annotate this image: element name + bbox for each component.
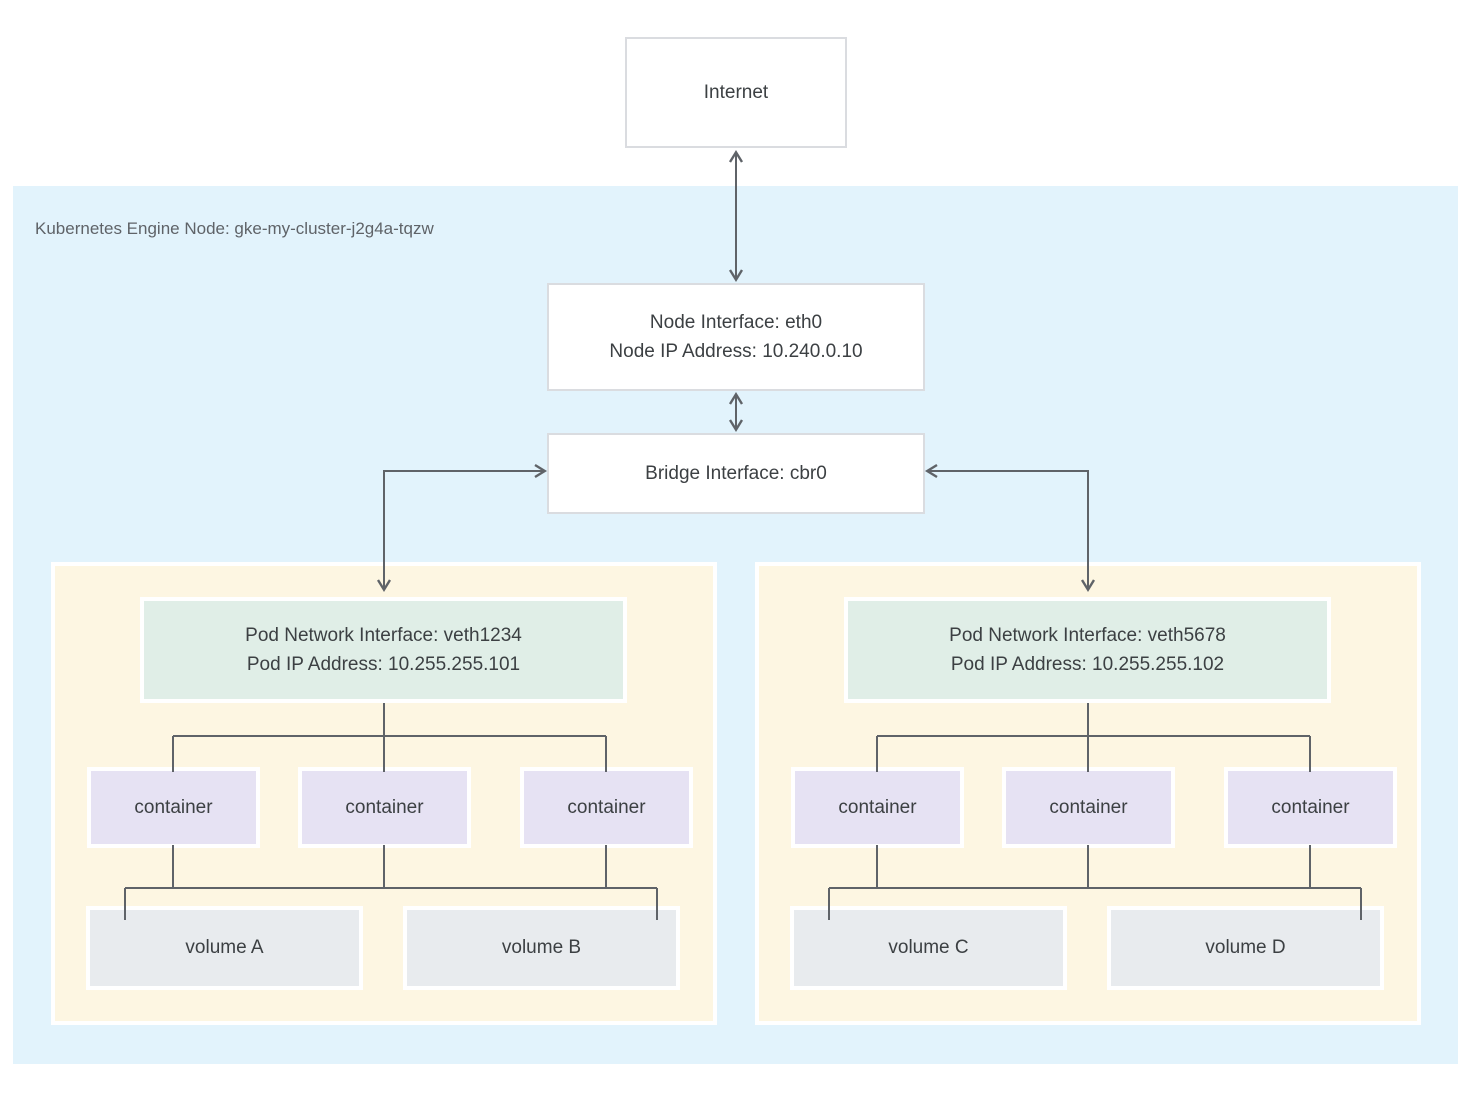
container-label: container: [838, 796, 917, 818]
pod-1-interface-line2: Pod IP Address: 10.255.255.101: [246, 654, 521, 675]
container-label: container: [1049, 796, 1128, 818]
pod-1-container-3: container: [520, 767, 693, 848]
pod-2-box: Pod Network Interface: veth5678 Pod IP A…: [755, 562, 1421, 1025]
pod-1-volume-a: volume A: [86, 906, 363, 990]
bridge-interface-box: Bridge Interface: cbr0: [547, 433, 925, 514]
volume-label: volume A: [185, 937, 264, 958]
pod-2-volume-c: volume C: [790, 906, 1067, 990]
internet-box: Internet: [625, 37, 847, 148]
pod-1-box: Pod Network Interface: veth1234 Pod IP A…: [51, 562, 717, 1025]
pod-2-interface-line1: Pod Network Interface: veth5678: [949, 625, 1226, 646]
kubernetes-node-label: Kubernetes Engine Node: gke-my-cluster-j…: [35, 219, 434, 238]
node-interface-box: Node Interface: eth0 Node IP Address: 10…: [547, 283, 925, 391]
pod-1-container-1: container: [87, 767, 260, 848]
pod-2-volume-d: volume D: [1107, 906, 1384, 990]
pod-1-container-2: container: [298, 767, 471, 848]
internet-label: Internet: [703, 82, 769, 103]
pod-1-interface-line1: Pod Network Interface: veth1234: [245, 625, 522, 646]
node-interface-line1: Node Interface: eth0: [649, 312, 823, 333]
container-label: container: [567, 796, 646, 818]
container-label: container: [1271, 796, 1350, 818]
container-label: container: [345, 796, 424, 818]
pod-2-container-3: container: [1224, 767, 1397, 848]
container-label: container: [134, 796, 213, 818]
pod-2-container-2: container: [1002, 767, 1175, 848]
volume-label: volume C: [888, 937, 969, 958]
volume-label: volume B: [501, 937, 582, 958]
pod-2-network-interface-box: Pod Network Interface: veth5678 Pod IP A…: [844, 597, 1331, 703]
pod-2-container-1: container: [791, 767, 964, 848]
pod-1-network-interface-box: Pod Network Interface: veth1234 Pod IP A…: [140, 597, 627, 703]
pod-1-volume-b: volume B: [403, 906, 680, 990]
volume-label: volume D: [1205, 937, 1286, 958]
bridge-interface-label: Bridge Interface: cbr0: [645, 463, 827, 484]
node-interface-line2: Node IP Address: 10.240.0.10: [609, 341, 863, 362]
pod-2-interface-line2: Pod IP Address: 10.255.255.102: [950, 654, 1225, 675]
